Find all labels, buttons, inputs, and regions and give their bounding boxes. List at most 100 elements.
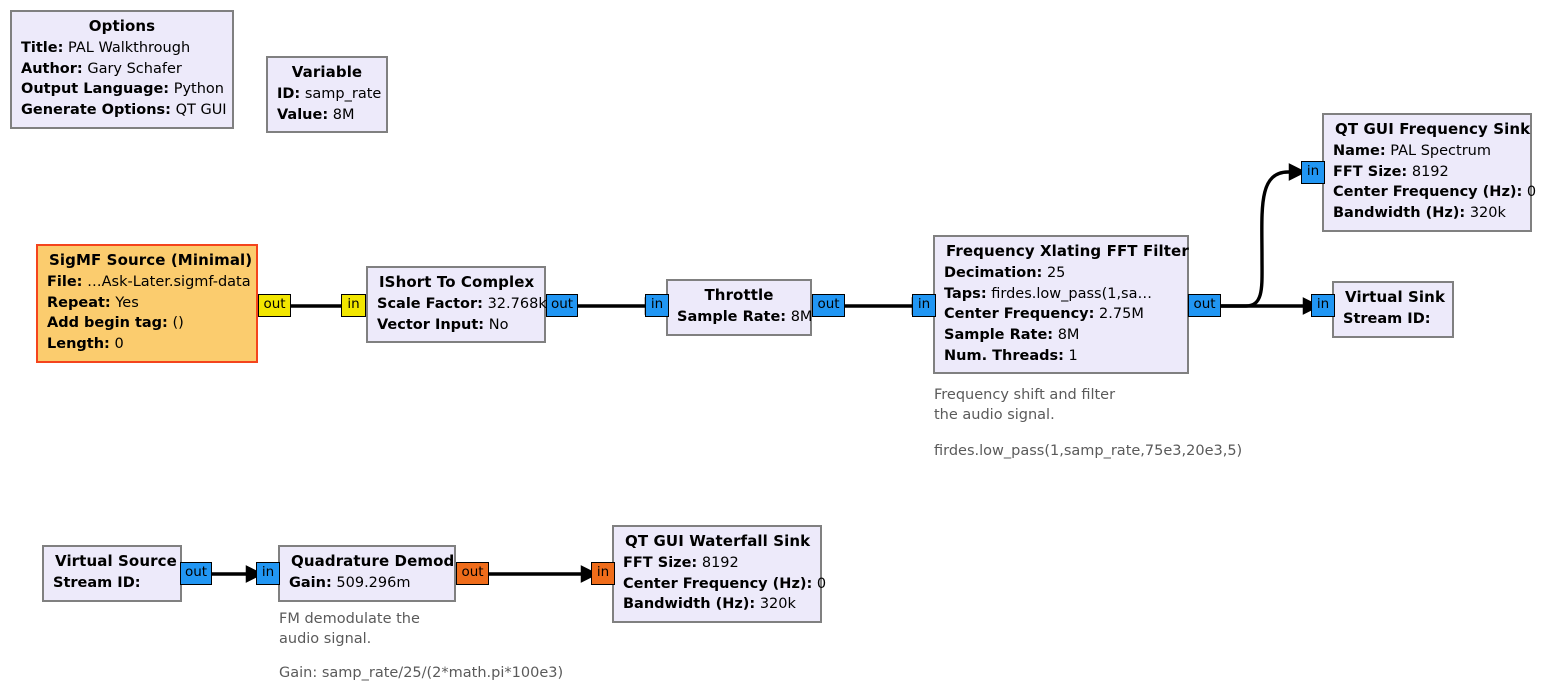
- block-sigmf-source-row-add-begin-tag: Add begin tag: (): [47, 313, 247, 334]
- field-value: firdes.low_pass(1,sa…: [991, 285, 1153, 302]
- port-virtual-sink-in[interactable]: in: [1311, 294, 1335, 317]
- field-key: Stream ID:: [1343, 311, 1431, 328]
- field-value: 32.768k: [487, 296, 547, 313]
- field-key: Stream ID:: [53, 575, 141, 592]
- block-throttle-row-sample-rate: Sample Rate: 8M: [677, 307, 812, 328]
- block-variable[interactable]: Variable ID: samp_rate Value: 8M: [266, 56, 388, 134]
- port-throttle-in[interactable]: in: [645, 294, 669, 317]
- port-virtual-source-out[interactable]: out: [180, 562, 212, 585]
- block-options-row-author: Author: Gary Schafer: [21, 59, 223, 80]
- field-value: 8M: [1057, 327, 1080, 344]
- field-key: ID:: [277, 86, 301, 103]
- block-virtual-source[interactable]: Virtual Source Stream ID:: [42, 545, 182, 602]
- field-value: samp_rate: [304, 86, 382, 103]
- block-qt-gui-frequency-sink[interactable]: QT GUI Frequency Sink Name: PAL Spectrum…: [1322, 113, 1536, 232]
- field-key: Scale Factor:: [377, 296, 483, 313]
- field-value: …Ask-Later.sigmf-data: [87, 274, 251, 291]
- block-ishort-to-complex-row-vector-input: Vector Input: No: [377, 315, 535, 336]
- block-virtual-sink[interactable]: Virtual Sink Stream ID:: [1332, 281, 1454, 338]
- port-xlating-out[interactable]: out: [1188, 294, 1221, 317]
- port-throttle-out[interactable]: out: [812, 294, 845, 317]
- field-value: Gary Schafer: [87, 60, 182, 77]
- field-key: Length:: [47, 336, 110, 353]
- block-options-row-title: Title: PAL Walkthrough: [21, 38, 223, 59]
- block-throttle-title: Throttle: [704, 286, 774, 304]
- block-variable-row-id: ID: samp_rate: [277, 84, 381, 105]
- block-qt-gui-waterfall-sink-title: QT GUI Waterfall Sink: [625, 532, 811, 550]
- field-key: Center Frequency (Hz):: [623, 575, 813, 592]
- field-value: 8192: [701, 555, 739, 572]
- field-value: 8M: [332, 106, 355, 123]
- block-xlating-row-num-threads: Num. Threads: 1: [944, 346, 1178, 367]
- port-ishort-to-complex-out[interactable]: out: [546, 294, 578, 317]
- field-value: 0: [816, 575, 827, 592]
- block-xlating-row-center-frequency: Center Frequency: 2.75M: [944, 304, 1178, 325]
- field-value: Python: [173, 81, 224, 98]
- block-frequency-sink-row-center-frequency: Center Frequency (Hz): 0: [1333, 182, 1536, 203]
- field-key: Decimation:: [944, 265, 1043, 282]
- field-key: Vector Input:: [377, 316, 485, 333]
- field-key: Num. Threads:: [944, 347, 1064, 364]
- port-xlating-in[interactable]: in: [912, 294, 936, 317]
- port-qt-gui-waterfall-sink-in[interactable]: in: [591, 562, 615, 585]
- field-key: Add begin tag:: [47, 315, 168, 332]
- port-quadrature-demod-in[interactable]: in: [256, 562, 280, 585]
- field-value: 0: [1526, 184, 1537, 201]
- field-key: Author:: [21, 60, 83, 77]
- block-xlating-row-taps: Taps: firdes.low_pass(1,sa…: [944, 284, 1178, 305]
- block-virtual-sink-row-stream-id: Stream ID:: [1343, 309, 1443, 330]
- field-key: File:: [47, 274, 83, 291]
- field-value: (): [172, 315, 184, 332]
- port-sigmf-source-out[interactable]: out: [258, 294, 291, 317]
- wire-xlating-to-frequency-sink: [1221, 163, 1307, 308]
- block-frequency-sink-row-bandwidth: Bandwidth (Hz): 320k: [1333, 203, 1521, 224]
- block-ishort-to-complex-row-scale-factor: Scale Factor: 32.768k: [377, 294, 547, 315]
- field-key: Center Frequency (Hz):: [1333, 184, 1523, 201]
- block-sigmf-source-row-length: Length: 0: [47, 334, 247, 355]
- block-quadrature-demod[interactable]: Quadrature Demod Gain: 509.296m: [278, 545, 456, 602]
- field-value: 0: [114, 336, 124, 353]
- comment-line-2: audio signal.: [279, 630, 372, 647]
- block-sigmf-source[interactable]: SigMF Source (Minimal) File: …Ask-Later.…: [36, 244, 258, 363]
- block-virtual-sink-title: Virtual Sink: [1345, 288, 1446, 306]
- block-variable-title: Variable: [291, 63, 363, 81]
- block-options-row-generate-options: Generate Options: QT GUI: [21, 100, 227, 121]
- field-key: Sample Rate:: [677, 309, 787, 326]
- field-value: No: [488, 316, 509, 333]
- block-throttle[interactable]: Throttle Sample Rate: 8M: [666, 279, 812, 336]
- field-key: Center Frequency:: [944, 306, 1095, 323]
- field-value: PAL Walkthrough: [68, 40, 191, 57]
- field-key: Sample Rate:: [944, 327, 1054, 344]
- port-qt-gui-frequency-sink-in[interactable]: in: [1301, 161, 1325, 184]
- block-options[interactable]: Options Title: PAL Walkthrough Author: G…: [10, 10, 234, 129]
- block-qt-gui-waterfall-sink[interactable]: QT GUI Waterfall Sink FFT Size: 8192 Cen…: [612, 525, 826, 624]
- field-value: 1: [1068, 347, 1078, 364]
- field-value: 8M: [790, 309, 813, 326]
- block-quadrature-demod-title: Quadrature Demod: [291, 552, 455, 570]
- block-frequency-sink-row-fft-size: FFT Size: 8192: [1333, 162, 1521, 183]
- field-value: 320k: [1469, 205, 1506, 222]
- field-value: Yes: [115, 294, 139, 311]
- block-ishort-to-complex[interactable]: IShort To Complex Scale Factor: 32.768k …: [366, 266, 547, 344]
- block-frequency-xlating-fft-filter[interactable]: Frequency Xlating FFT Filter Decimation:…: [933, 235, 1189, 375]
- field-value: 8192: [1411, 163, 1449, 180]
- field-key: Output Language:: [21, 81, 170, 98]
- field-key: Taps:: [944, 285, 987, 302]
- port-quadrature-demod-out[interactable]: out: [456, 562, 489, 585]
- field-value: 509.296m: [336, 575, 411, 592]
- block-sigmf-source-row-repeat: Repeat: Yes: [47, 293, 247, 314]
- block-waterfall-sink-row-bandwidth: Bandwidth (Hz): 320k: [623, 594, 811, 615]
- port-ishort-to-complex-in[interactable]: in: [341, 294, 366, 317]
- block-virtual-source-title: Virtual Source: [55, 552, 177, 570]
- field-key: Generate Options:: [21, 102, 171, 119]
- block-virtual-source-row-stream-id: Stream ID:: [53, 573, 171, 594]
- field-value: 25: [1046, 265, 1066, 282]
- block-waterfall-sink-row-center-frequency: Center Frequency (Hz): 0: [623, 574, 826, 595]
- field-key: Value:: [277, 106, 329, 123]
- comment-line-2: the audio signal.: [934, 406, 1055, 423]
- comment-line-1: FM demodulate the: [279, 611, 420, 627]
- field-value: 320k: [759, 596, 796, 613]
- comment-quadrature-demod-gain-expression: Gain: samp_rate/25/(2*math.pi*100e3): [279, 665, 564, 681]
